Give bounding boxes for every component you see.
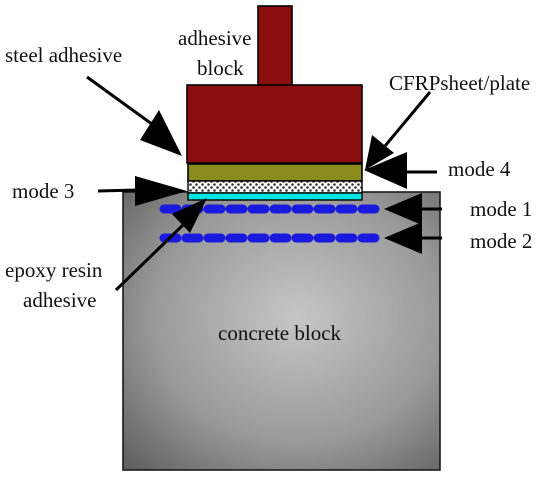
steel-adhesive-label: steel adhesive [5,43,122,67]
steel-adhesive-arrow [140,110,182,156]
cfrp-label: CFRPsheet/plate [389,71,530,95]
steel-block [186,84,363,164]
epoxy-label-line2: adhesive [23,288,96,312]
cfrp-arrow [365,135,394,170]
mode4-arrow [364,152,407,189]
steel-adhesive-layer [187,163,363,182]
adhesive-block-label-line1: adhesive [178,26,251,50]
mode2-label: mode 2 [470,229,532,253]
mode4-label: mode 4 [448,157,511,181]
mode1-arrow [384,193,422,225]
mode3-arrow [135,176,187,206]
mode1-label: mode 1 [470,197,532,221]
steel-handle [257,5,293,87]
arrows [86,75,442,292]
epoxy-arrow [172,198,207,233]
adhesive-block-label-line2: block [197,56,244,80]
mode3-label: mode 3 [12,179,74,203]
epoxy-label-line1: epoxy resin [5,258,103,282]
concrete-label: concrete block [218,321,342,345]
epoxy-layer [187,192,363,201]
mode2-arrow [384,222,422,254]
cfrp-dotted-layer [187,180,363,194]
